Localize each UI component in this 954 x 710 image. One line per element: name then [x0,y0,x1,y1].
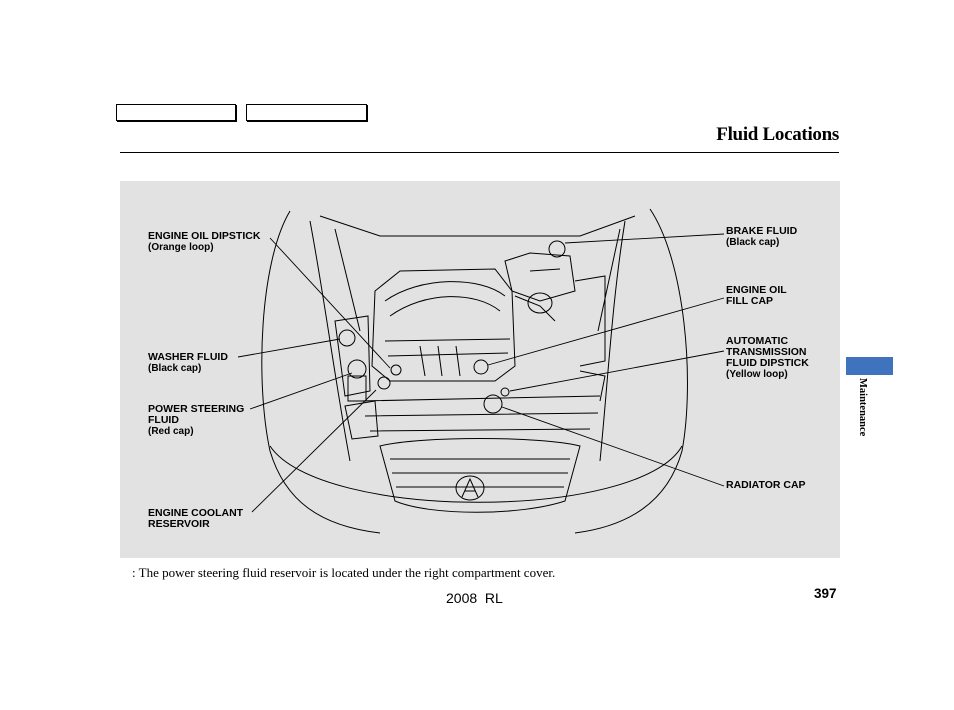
page-title: Fluid Locations [716,124,839,145]
footnote: : The power steering fluid reservoir is … [132,565,556,580]
radiator-cap [483,394,503,414]
engine-oil-dipstick-loop [390,364,402,376]
acura-badge [455,475,485,501]
model-label: 2008 RL [446,590,503,606]
label-radiator-cap: RADIATOR CAP [726,479,806,491]
radiator-support [359,395,601,432]
front-bumper-outline [269,445,683,503]
title-rule [120,152,839,153]
air-box [504,252,576,302]
section-tab-label: Maintenance [857,378,868,437]
page-number: 397 [814,586,837,601]
leader-lines [237,233,725,513]
label-washer-fluid: WASHER FLUID (Black cap) [148,351,228,375]
label-engine-oil-fill-cap: ENGINE OIL FILL CAP [726,284,787,307]
right-fender-outline [574,208,688,534]
brake-fluid-cap [548,240,566,258]
label-engine-oil-dipstick: ENGINE OIL DIPSTICK (Orange loop) [148,230,261,254]
engine-bay-figure: ENGINE OIL DIPSTICK (Orange loop) WASHER… [120,181,840,558]
label-power-steering-fluid: POWER STEERING FLUID (Red cap) [148,403,245,438]
label-engine-coolant-reservoir: ENGINE COOLANT RESERVOIR [148,507,244,530]
engine-oil-fill-cap [473,359,489,375]
washer-fluid-cap [338,329,356,347]
nav-previous-box[interactable] [116,104,236,121]
atf-dipstick-loop [500,387,510,397]
nav-next-box[interactable] [246,104,367,121]
label-automatic-transmission-fluid-dipstick: AUTOMATIC TRANSMISSION FLUID DIPSTICK (Y… [726,335,809,381]
label-brake-fluid: BRAKE FLUID (Black cap) [726,225,798,249]
engine-bay-drawing [237,208,725,534]
power-steering-cap [347,359,367,379]
front-grille [379,438,581,513]
left-fender-outline [261,210,381,534]
coolant-reservoir [347,375,367,402]
cowl-outline [319,215,636,237]
engine-cover [371,268,516,382]
section-tab[interactable] [846,357,893,375]
engine-oil-dipstick-handle [377,376,391,390]
